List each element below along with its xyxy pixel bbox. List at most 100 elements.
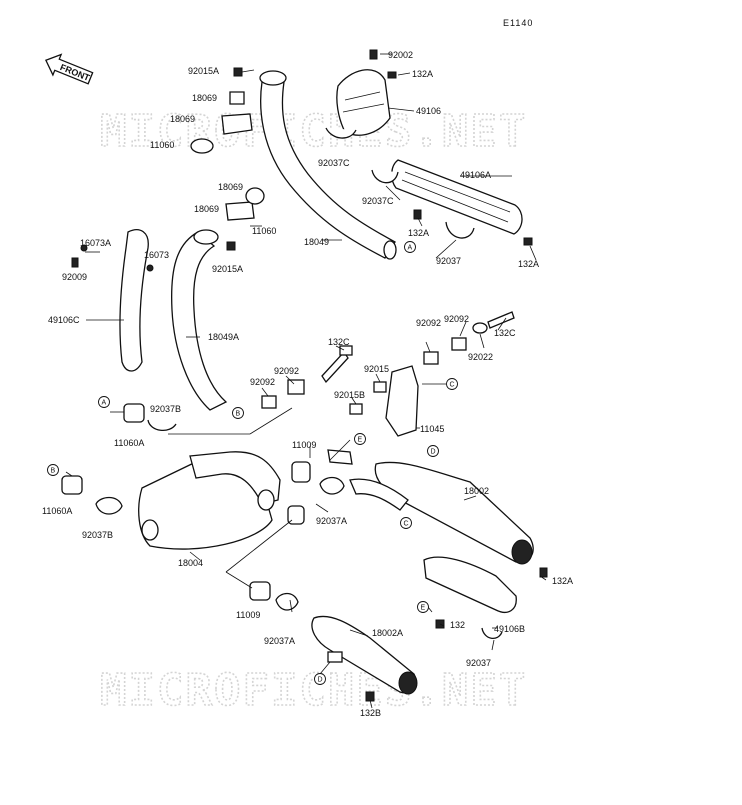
flange-18069-b [221,113,253,135]
header-pipe-end [383,240,397,260]
collar-11060A-top [123,403,145,423]
front-arrow-icon: FRONT [45,53,94,85]
bolt-132A-mid [413,209,422,220]
svg-text:A: A [102,400,107,407]
label-132A-top: 132A [412,69,433,79]
label-11009-top: 11009 [292,440,316,450]
ref-E1: E [354,433,366,445]
bolt-132C-top [487,311,515,329]
label-11009-bot: 11009 [236,610,260,620]
heat-shield-49106A [391,159,523,235]
nut-92015A-mid [226,241,236,251]
label-49106A: 49106A [460,170,491,180]
bolt-132A-right [523,237,533,246]
clamp-92037B-top [147,419,177,431]
label-11045: 11045 [420,424,444,434]
label-92037-top: 92037 [436,256,461,266]
svg-text:E: E [421,605,426,612]
label-92022: 92022 [468,352,493,362]
label-92092-b: 92092 [274,366,299,376]
label-18049A: 18049A [208,332,239,342]
nut-92015B [349,403,363,415]
collar-11009-bot [249,581,271,601]
heat-shield-49106C [119,229,149,372]
washer-92022 [472,322,488,334]
label-11060A-top: 11060A [114,438,144,448]
label-92092-c: 92092 [250,377,275,387]
stud-132C-head [339,345,353,356]
screw-16073A [80,244,88,252]
label-132A-bot: 132A [552,576,573,586]
svg-text:C: C [404,521,409,528]
header-pipe-18049A-flange [193,229,219,245]
ref-B1: B [232,407,244,419]
ref-B2: B [47,464,59,476]
ref-C2: C [400,517,412,529]
clamp-92037A-bot [275,592,299,611]
bolt-132B [365,691,375,702]
label-11060A-bot: 11060A [42,506,72,516]
label-132B: 132B [360,708,381,718]
label-18069-a: 18069 [192,93,217,103]
clamp-92037-top [445,221,475,239]
label-49106C: 49106C [48,315,80,325]
label-92037C-b: 92037C [362,196,394,206]
label-132A-mid: 132A [408,228,429,238]
svg-text:A: A [408,245,413,252]
label-92002: 92002 [388,50,413,60]
heat-shield-49106 [336,69,391,136]
flange-18069-a [229,91,245,105]
svg-text:E: E [358,437,363,444]
label-92015B: 92015B [334,390,365,400]
screw-92009 [71,257,79,268]
collar-11009-top-b [287,505,305,525]
ref-A2: A [98,396,110,408]
nut-92092-d [451,337,467,351]
label-16073: 16073 [144,250,169,260]
bolt-132A-top [387,71,397,79]
collar-11009-top [291,461,311,483]
label-132C-mid: 132C [328,337,350,347]
svg-text:D: D [431,449,436,456]
muffler-chamber-18004 [138,459,273,550]
muffler-18002A-bracket [327,651,343,663]
chamber-pipe [189,451,281,505]
bracket-11045 [385,365,419,437]
label-49106: 49106 [416,106,441,116]
nut-92015 [373,381,387,393]
gasket-11060-mid [245,187,265,205]
watermark-top: MICROFICHES.NET [100,106,527,157]
label-18069-d: 18069 [194,204,219,214]
muffler-18002A-tip [398,671,418,695]
label-92009: 92009 [62,272,87,282]
muffler-18002 [374,461,534,563]
ref-D2: D [314,673,326,685]
chamber-outlet-a [257,489,275,511]
label-18002A: 18002A [372,628,403,638]
nut-92092-a [423,351,439,365]
nut-92092-b [287,379,305,395]
ref-D1: D [427,445,439,457]
diagram-code: E1140 [503,18,533,28]
label-92015A-mid: 92015A [212,264,243,274]
label-132A-right: 132A [518,259,539,269]
label-49106B: 49106B [494,624,525,634]
label-18069-c: 18069 [218,182,243,192]
label-92092-a: 92092 [416,318,441,328]
label-18069-b: 18069 [170,114,195,124]
label-92092-d: 92092 [444,314,469,324]
nut-92092-c [261,395,277,409]
label-132C-top: 132C [494,328,516,338]
label-92015: 92015 [364,364,389,374]
collar-11060A-bot [61,475,83,495]
svg-text:C: C [450,382,455,389]
bolt-92002 [369,49,378,60]
label-11060-mid: 11060 [252,226,276,236]
clamp-92037-bot [481,627,503,639]
clamp-92037A-top [319,476,345,495]
ref-C1: C [446,378,458,390]
muffler-18002-inlet [349,478,409,511]
label-11060-top: 11060 [150,140,174,150]
flange-18069-c [225,201,255,221]
